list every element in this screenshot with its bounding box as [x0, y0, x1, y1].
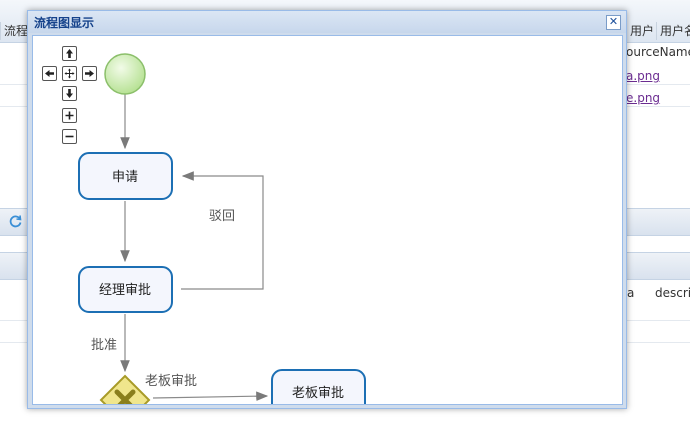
- task-boss-approval[interactable]: 老板审批: [271, 369, 366, 404]
- arrow-up-icon[interactable]: [62, 46, 77, 61]
- background-column-name: ourceName: [626, 45, 690, 59]
- flow-to-boss: [152, 391, 269, 401]
- window-header[interactable]: 流程图显示 ✕: [28, 11, 626, 33]
- process-flow-diagram: 申请 经理审批 老板审批 驳回 批准 老板审批: [78, 53, 366, 404]
- edge-label-approve: 批准: [91, 338, 117, 353]
- background-image-link[interactable]: a.png: [626, 69, 661, 83]
- background-image-link[interactable]: e.png: [626, 91, 661, 105]
- center-icon[interactable]: [62, 66, 77, 81]
- arrow-right-icon[interactable]: [82, 66, 97, 81]
- arrow-left-icon[interactable]: [42, 66, 57, 81]
- close-icon[interactable]: ✕: [606, 15, 621, 30]
- task-apply[interactable]: 申请: [78, 152, 173, 200]
- background-header-cell: 用户: [626, 22, 654, 40]
- zoom-out-icon[interactable]: [62, 129, 77, 144]
- arrow-down-icon[interactable]: [62, 86, 77, 101]
- exclusive-gateway[interactable]: [99, 374, 151, 404]
- background-header-cell: 用户名: [656, 22, 690, 40]
- refresh-icon[interactable]: [9, 214, 23, 228]
- window-title: 流程图显示: [34, 16, 95, 30]
- diagram-canvas: 申请 经理审批 老板审批 驳回 批准 老板审批: [32, 35, 623, 405]
- background-column-label: descri: [655, 286, 690, 300]
- task-apply-label: 申请: [112, 170, 138, 185]
- background-column-label: a: [627, 286, 635, 300]
- zoom-in-icon[interactable]: [62, 108, 77, 123]
- process-diagram-window: 流程图显示 ✕: [27, 10, 627, 409]
- edge-label-reject: 驳回: [209, 209, 235, 224]
- edge-label-to-boss: 老板审批: [145, 374, 197, 389]
- task-manager-approval[interactable]: 经理审批: [78, 266, 173, 313]
- task-manager-label: 经理审批: [99, 283, 151, 298]
- start-event[interactable]: [104, 53, 146, 95]
- task-boss-label: 老板审批: [292, 386, 344, 401]
- gateway-x-icon: [114, 389, 136, 404]
- flow-reject: [181, 171, 264, 290]
- background-header-cell: 流程: [0, 22, 30, 40]
